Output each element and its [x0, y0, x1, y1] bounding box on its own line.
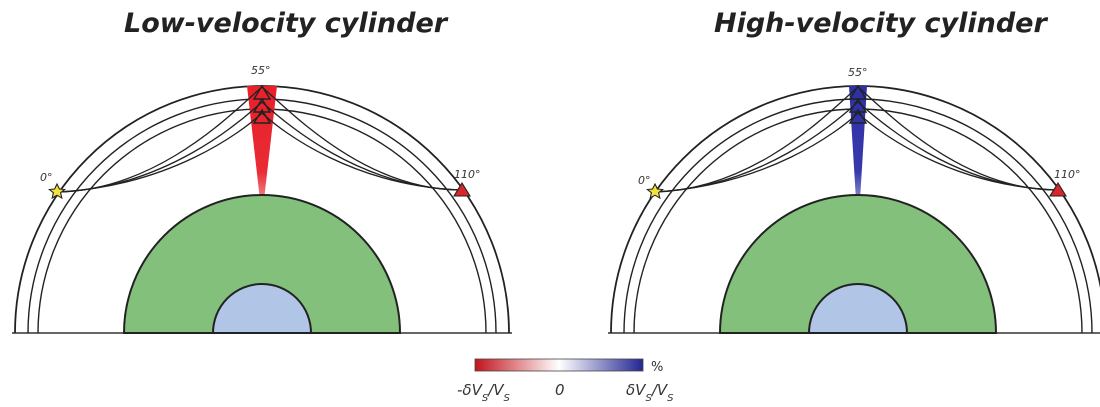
source-degree-label: 0° [40, 171, 53, 184]
right-panel-title: High-velocity cylinder [714, 8, 1047, 39]
inner-core [211, 283, 313, 334]
left-panel-title: Low-velocity cylinder [124, 8, 448, 39]
receiver-degree-label: 110° [1054, 168, 1081, 181]
source-degree-label: 0° [638, 174, 651, 187]
low-velocity-anomaly [247, 86, 277, 200]
color-bar-legend: % -δVS/VS 0 δVS/VS [457, 358, 674, 404]
ray-path-2 [57, 101, 462, 193]
receiver-degree-label: 110° [454, 168, 481, 181]
positive-anomaly-label: δVS/VS [626, 381, 674, 404]
mid-degree-label: 55° [251, 64, 271, 77]
mid-degree-label: 55° [848, 66, 868, 79]
ray-path-3 [653, 112, 1058, 193]
right-panel: 0° 55° 110° [608, 66, 1100, 334]
zero-label: 0 [555, 381, 565, 399]
left-panel: 0° 55° 110° [12, 64, 512, 334]
source-star-icon [47, 182, 67, 200]
color-bar-unit: % [651, 360, 663, 375]
source-star-icon [645, 182, 665, 200]
station-triangle-outline [848, 108, 868, 124]
ray-path-3 [57, 112, 462, 193]
station-triangle-outline [252, 108, 272, 124]
receiver-triangle-icon [453, 181, 471, 197]
inner-core [807, 283, 909, 334]
ray-path-2 [653, 101, 1058, 193]
negative-anomaly-label: -δVS/VS [457, 381, 511, 404]
high-velocity-anomaly [849, 86, 867, 200]
station-triangle-outline [252, 97, 272, 113]
receiver-triangle-icon [1049, 181, 1067, 197]
color-bar [474, 358, 644, 372]
station-triangle-outline [848, 97, 868, 113]
outer-core [718, 194, 998, 334]
outer-core [122, 194, 402, 334]
